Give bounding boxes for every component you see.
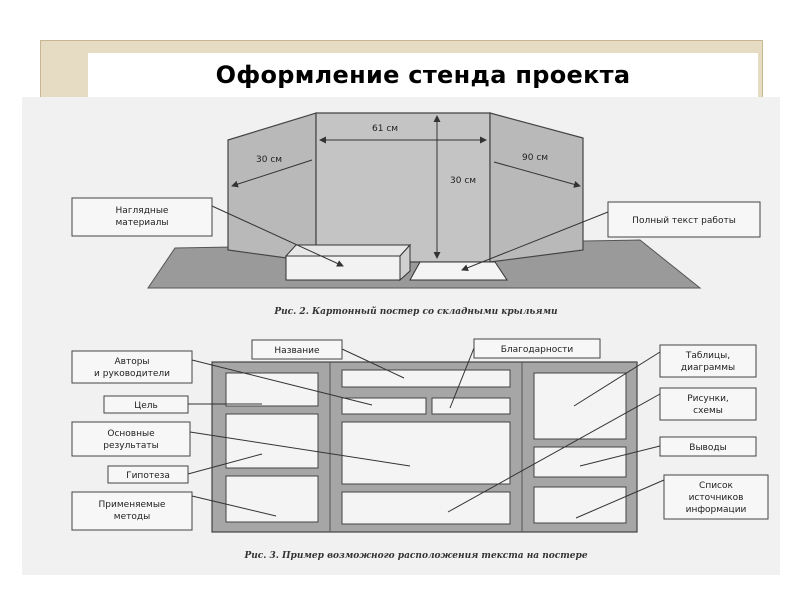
methods-pointer — [191, 495, 277, 517]
left-wing-dimension: 30 см — [256, 155, 282, 165]
right-block-1 — [533, 372, 627, 440]
pictures-label-2: схемы — [693, 406, 723, 416]
authors-pointer — [191, 359, 373, 406]
visual-materials-callout — [71, 197, 213, 237]
thanks-pointer — [449, 347, 475, 409]
results-block — [341, 421, 511, 485]
hypothesis-callout — [107, 465, 189, 484]
authors-label-2: и руководители — [94, 369, 170, 379]
center-panel — [315, 112, 491, 263]
conclusions-label: Выводы — [689, 443, 726, 453]
methods-label-1: Применяемые — [99, 500, 166, 510]
right-block-2 — [533, 446, 627, 478]
right-wing-dimension-arrow — [493, 161, 581, 188]
figure-3-caption: Рис. 3. Пример возможного расположения т… — [243, 551, 587, 561]
methods-callout — [71, 491, 193, 531]
materials-box-top — [284, 244, 412, 257]
left-block-3 — [225, 475, 319, 523]
tables-label-2: диаграммы — [681, 363, 735, 373]
right-wing-panel — [489, 112, 584, 263]
pictures-label-1: Рисунки, — [687, 394, 729, 404]
full-text-pointer — [461, 211, 609, 272]
figure-3: Авторы и руководители Цель Основные резу… — [71, 338, 769, 561]
full-text-label: Полный текст работы — [632, 216, 736, 226]
name-label: Название — [274, 346, 320, 356]
slide-title: Оформление стенда проекта — [215, 61, 631, 89]
results-label-1: Основные — [107, 429, 155, 439]
authors-block — [341, 397, 427, 415]
conclusions-pointer — [579, 445, 661, 467]
tables-callout — [659, 344, 757, 378]
left-wing-panel — [227, 112, 317, 263]
tables-label-1: Таблицы, — [685, 351, 730, 361]
sources-callout — [663, 474, 769, 520]
thanks-label: Благодарности — [501, 345, 574, 355]
sources-label-1: Список — [699, 481, 733, 491]
sources-label-2: источников — [689, 493, 744, 503]
left-wing-dimension-arrow — [231, 159, 313, 188]
bottom-center-block — [341, 491, 511, 525]
visual-materials-label-1: Наглядные — [116, 206, 169, 216]
goal-label: Цель — [134, 401, 158, 411]
name-pointer — [341, 348, 405, 379]
title-panel — [88, 53, 758, 98]
materials-box-front — [285, 255, 401, 281]
tables-pointer — [573, 351, 661, 407]
results-callout — [71, 421, 191, 457]
figure-2-caption: Рис. 2. Картонный постер со складными кр… — [273, 306, 558, 317]
hypothesis-pointer — [187, 453, 263, 475]
center-width-dimension: 61 см — [372, 124, 398, 134]
results-pointer — [189, 431, 411, 467]
height-dimension: 30 см — [450, 176, 476, 186]
text-sheet — [409, 261, 508, 281]
sources-label-3: информации — [686, 505, 747, 515]
pictures-pointer — [447, 393, 661, 513]
left-block-1 — [225, 372, 319, 407]
sources-pointer — [575, 479, 665, 519]
visual-materials-label-2: материалы — [115, 218, 168, 228]
full-text-callout — [607, 201, 761, 238]
pictures-callout — [659, 387, 757, 421]
authors-callout — [71, 350, 193, 384]
results-label-2: результаты — [103, 441, 159, 451]
hypothesis-label: Гипотеза — [126, 471, 170, 481]
right-block-3 — [533, 486, 627, 524]
left-block-2 — [225, 413, 319, 469]
right-wing-dimension: 90 см — [522, 153, 548, 163]
thanks-block — [431, 397, 511, 415]
methods-label-2: методы — [114, 512, 150, 522]
visual-materials-pointer — [211, 205, 344, 267]
title-block — [341, 369, 511, 388]
figure-2: 30 см 61 см 90 см 30 см Наглядные матери… — [71, 112, 761, 317]
authors-label-1: Авторы — [114, 357, 149, 367]
